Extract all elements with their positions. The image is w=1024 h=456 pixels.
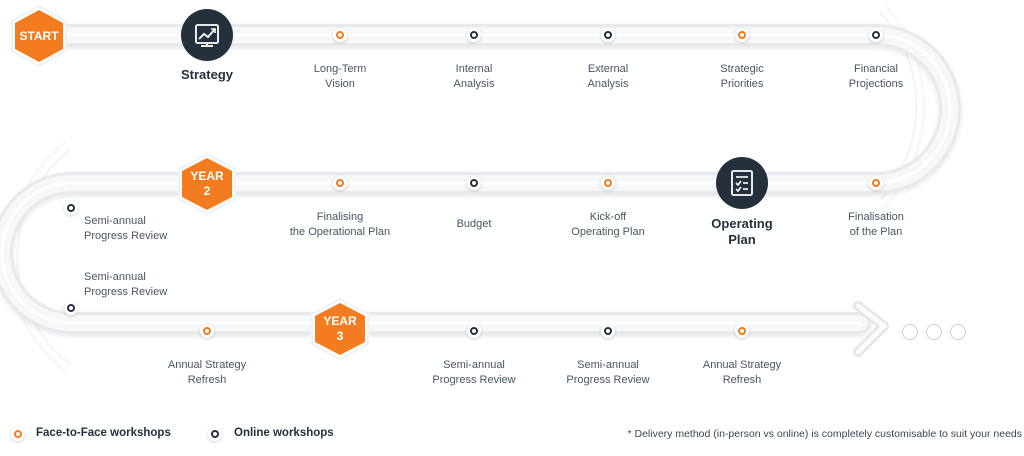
stage-label-strategic-priorities: Strategic Priorities (720, 63, 764, 90)
milestone-strategy: Strategy (180, 67, 234, 82)
stage-dot-annual-strategy-refresh-2 (735, 324, 749, 338)
stage-label-annual-strategy-refresh-1: Annual Strategy Refresh (167, 359, 247, 386)
footnote: * Delivery method (in-person vs online) … (627, 428, 1022, 440)
stage-dot-strategic-priorities (735, 28, 749, 42)
stage-label-semi-annual-review-1: Semi-annual Progress Review (84, 215, 168, 242)
stage-dot-finalising-operational-plan (333, 176, 347, 190)
stage-label-semi-annual-review-3: Semi-annual Progress Review (432, 359, 516, 386)
stage-dot-semi-annual-review-4 (601, 324, 615, 338)
stage-dot-semi-annual-review-1 (64, 201, 78, 215)
stage-label-semi-annual-review-2: Semi-annual Progress Review (84, 271, 168, 298)
continuation-dot (902, 324, 918, 340)
stage-label-long-term-vision: Long-Term Vision (313, 63, 367, 90)
legend-f2f-icon (11, 427, 25, 441)
stage-dot-semi-annual-review-3 (467, 324, 481, 338)
milestone-operating-plan: Operating Plan (711, 216, 773, 247)
start-label: START (19, 29, 59, 43)
continuation-dot (926, 324, 942, 340)
stage-dot-kick-off-operating-plan (601, 176, 615, 190)
stage-dot-financial-projections (869, 28, 883, 42)
strategy-chart-icon (181, 9, 233, 61)
stage-label-budget: Budget (456, 218, 492, 230)
stage-dot-budget (467, 176, 481, 190)
stage-label-financial-projections: Financial Projections (848, 63, 904, 90)
stage-label-internal-analysis: Internal Analysis (453, 63, 495, 90)
start-hexagon: START (8, 4, 70, 68)
legend-online-label: Online workshops (234, 427, 334, 439)
legend-online-icon (208, 427, 222, 441)
stage-label-annual-strategy-refresh-2: Annual Strategy Refresh (702, 359, 782, 386)
year-2-label: YEAR 2 (190, 169, 224, 198)
year-3-hexagon: YEAR 3 (308, 297, 372, 361)
stage-label-kick-off-operating-plan: Kick-off Operating Plan (571, 211, 645, 238)
stage-label-semi-annual-review-4: Semi-annual Progress Review (566, 359, 650, 386)
legend-f2f-label: Face-to-Face workshops (36, 427, 171, 439)
stage-dot-finalisation-of-the-plan (869, 176, 883, 190)
stage-label-finalising-operational-plan: Finalising the Operational Plan (289, 211, 391, 238)
checklist-icon (716, 157, 768, 209)
stage-dot-long-term-vision (333, 28, 347, 42)
stage-label-external-analysis: External Analysis (587, 63, 629, 90)
stage-label-finalisation-of-the-plan: Finalisation of the Plan (848, 211, 904, 238)
stage-dot-annual-strategy-refresh-1 (200, 324, 214, 338)
stage-dot-semi-annual-review-2 (64, 301, 78, 315)
year-3-label: YEAR 3 (323, 314, 357, 343)
stage-dot-internal-analysis (467, 28, 481, 42)
continuation-dot (950, 324, 966, 340)
stage-dot-external-analysis (601, 28, 615, 42)
year-2-hexagon: YEAR 2 (175, 152, 239, 216)
